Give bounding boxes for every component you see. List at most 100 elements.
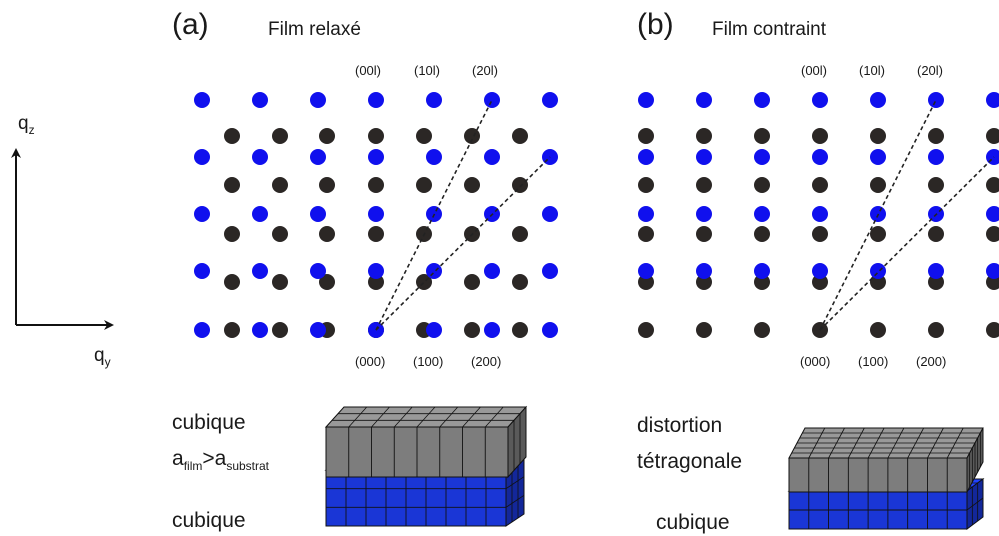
film-spot-b-0-4	[638, 322, 654, 338]
film-spot-b-1-2	[696, 226, 712, 242]
greater-than-sign: >	[202, 447, 215, 470]
film-spot-a-2-0	[319, 128, 335, 144]
qy-axis-label: qy	[94, 345, 111, 369]
substrate-spot-b-1-0	[696, 92, 712, 108]
substrate-spot-b-3-2	[812, 206, 828, 222]
substrate-spot-b-1-3	[696, 263, 712, 279]
film-spot-b-6-4	[986, 322, 999, 338]
substrate-spot-a-4-0	[426, 92, 442, 108]
film-spot-a-2-3	[319, 274, 335, 290]
film-spot-b-1-3	[696, 274, 712, 290]
film-spot-b-3-1	[812, 177, 828, 193]
substrate-spot-b-4-0	[870, 92, 886, 108]
qy-subscript: y	[104, 355, 111, 369]
substrate-spot-b-0-3	[638, 263, 654, 279]
film-spot-a-3-2	[368, 226, 384, 242]
film-spot-b-1-1	[696, 177, 712, 193]
film-spot-b-4-0	[870, 128, 886, 144]
qz-subscript: z	[28, 123, 35, 137]
substrate-spot-a-0-3	[194, 263, 210, 279]
film-spot-a-0-4	[224, 322, 240, 338]
substrate-spot-a-1-2	[252, 206, 268, 222]
substrate-spot-a-6-2	[542, 206, 558, 222]
film-spot-b-1-0	[696, 128, 712, 144]
panel-a-reflection-20l: (20l)	[472, 63, 499, 78]
film-spot-b-3-0	[812, 128, 828, 144]
substrate-spot-a-0-0	[194, 92, 210, 108]
qz-axis-label: qz	[18, 113, 35, 137]
panel-b-reflection-00l: (00l)	[801, 63, 828, 78]
substrate-spot-a-3-0	[368, 92, 384, 108]
panel-b-reflection-000: (000)	[800, 354, 831, 369]
substrate-spot-b-1-1	[696, 149, 712, 165]
substrate-block-a-front	[325, 469, 507, 527]
film-spot-b-6-0	[986, 128, 999, 144]
film-block-a-top-line	[393, 406, 413, 428]
film-spot-a-4-0	[416, 128, 432, 144]
qz-base: q	[18, 113, 29, 134]
guide-line-b-diagonal	[819, 156, 995, 331]
substrate-spot-b-0-0	[638, 92, 654, 108]
film-block-a	[324, 405, 528, 479]
film-spot-a-3-1	[368, 177, 384, 193]
substrate-spot-a-2-1	[310, 149, 326, 165]
subscript-substrat: substrat	[226, 459, 269, 473]
substrate-spot-a-0-1	[194, 149, 210, 165]
film-spot-a-6-3	[512, 274, 528, 290]
film-spot-b-2-0	[754, 128, 770, 144]
guide-line-a-diagonal	[375, 156, 551, 331]
film-spot-a-6-2	[512, 226, 528, 242]
panel-b-reflection-200: (200)	[916, 354, 947, 369]
substrate-spot-a-3-3	[368, 263, 384, 279]
film-spot-a-6-1	[512, 177, 528, 193]
film-spot-b-2-1	[754, 177, 770, 193]
substrate-spot-a-2-4	[310, 322, 326, 338]
substrate-spot-b-1-2	[696, 206, 712, 222]
substrate-spot-a-2-0	[310, 92, 326, 108]
film-block-a-top-line	[462, 406, 481, 428]
panel-a-reflection-100: (100)	[413, 354, 444, 369]
film-spot-b-0-1	[638, 177, 654, 193]
substrate-spot-b-3-1	[812, 149, 828, 165]
film-block-a-top-line	[484, 406, 504, 428]
substrate-spot-a-1-0	[252, 92, 268, 108]
substrate-spot-b-5-0	[928, 92, 944, 108]
substrate-spot-a-5-3	[484, 263, 500, 279]
substrate-spot-b-6-2	[986, 206, 999, 222]
film-spot-b-5-3	[928, 274, 944, 290]
substrate-block-b-side-hline	[966, 497, 984, 511]
film-spot-a-5-3	[464, 274, 480, 290]
substrate-spot-a-0-4	[194, 322, 210, 338]
film-block-b	[788, 427, 984, 493]
substrate-block-a-side-hline	[505, 495, 525, 508]
film-spot-b-5-1	[928, 177, 944, 193]
film-block-a-top-line	[371, 406, 390, 428]
substrate-spot-b-3-0	[812, 92, 828, 108]
panel-b-reflection-100: (100)	[858, 354, 889, 369]
substrate-spot-a-3-1	[368, 149, 384, 165]
film-spot-b-3-3	[812, 274, 828, 290]
film-spot-a-3-3	[368, 274, 384, 290]
film-spot-b-1-4	[696, 322, 712, 338]
film-spot-b-3-2	[812, 226, 828, 242]
film-spot-b-2-4	[754, 322, 770, 338]
film-spot-b-5-2	[928, 226, 944, 242]
lattice-param-a-film: a	[172, 447, 184, 470]
substrate-spot-a-4-1	[426, 149, 442, 165]
substrate-spot-a-2-3	[310, 263, 326, 279]
panel-b-film-caption-line1: distortion	[637, 414, 723, 437]
film-spot-a-5-0	[464, 128, 480, 144]
panel-a-film-caption: cubique	[172, 411, 246, 434]
substrate-spot-b-2-0	[754, 92, 770, 108]
film-spot-a-1-3	[272, 274, 288, 290]
substrate-spot-b-2-2	[754, 206, 770, 222]
substrate-spot-a-4-4	[426, 322, 442, 338]
substrate-spot-a-5-1	[484, 149, 500, 165]
film-spot-a-1-1	[272, 177, 288, 193]
film-spot-b-4-4	[870, 322, 886, 338]
substrate-spot-a-1-4	[252, 322, 268, 338]
substrate-spot-b-6-1	[986, 149, 999, 165]
substrate-block-a-side-hline	[505, 476, 525, 489]
thin-film-blocks	[324, 405, 985, 530]
